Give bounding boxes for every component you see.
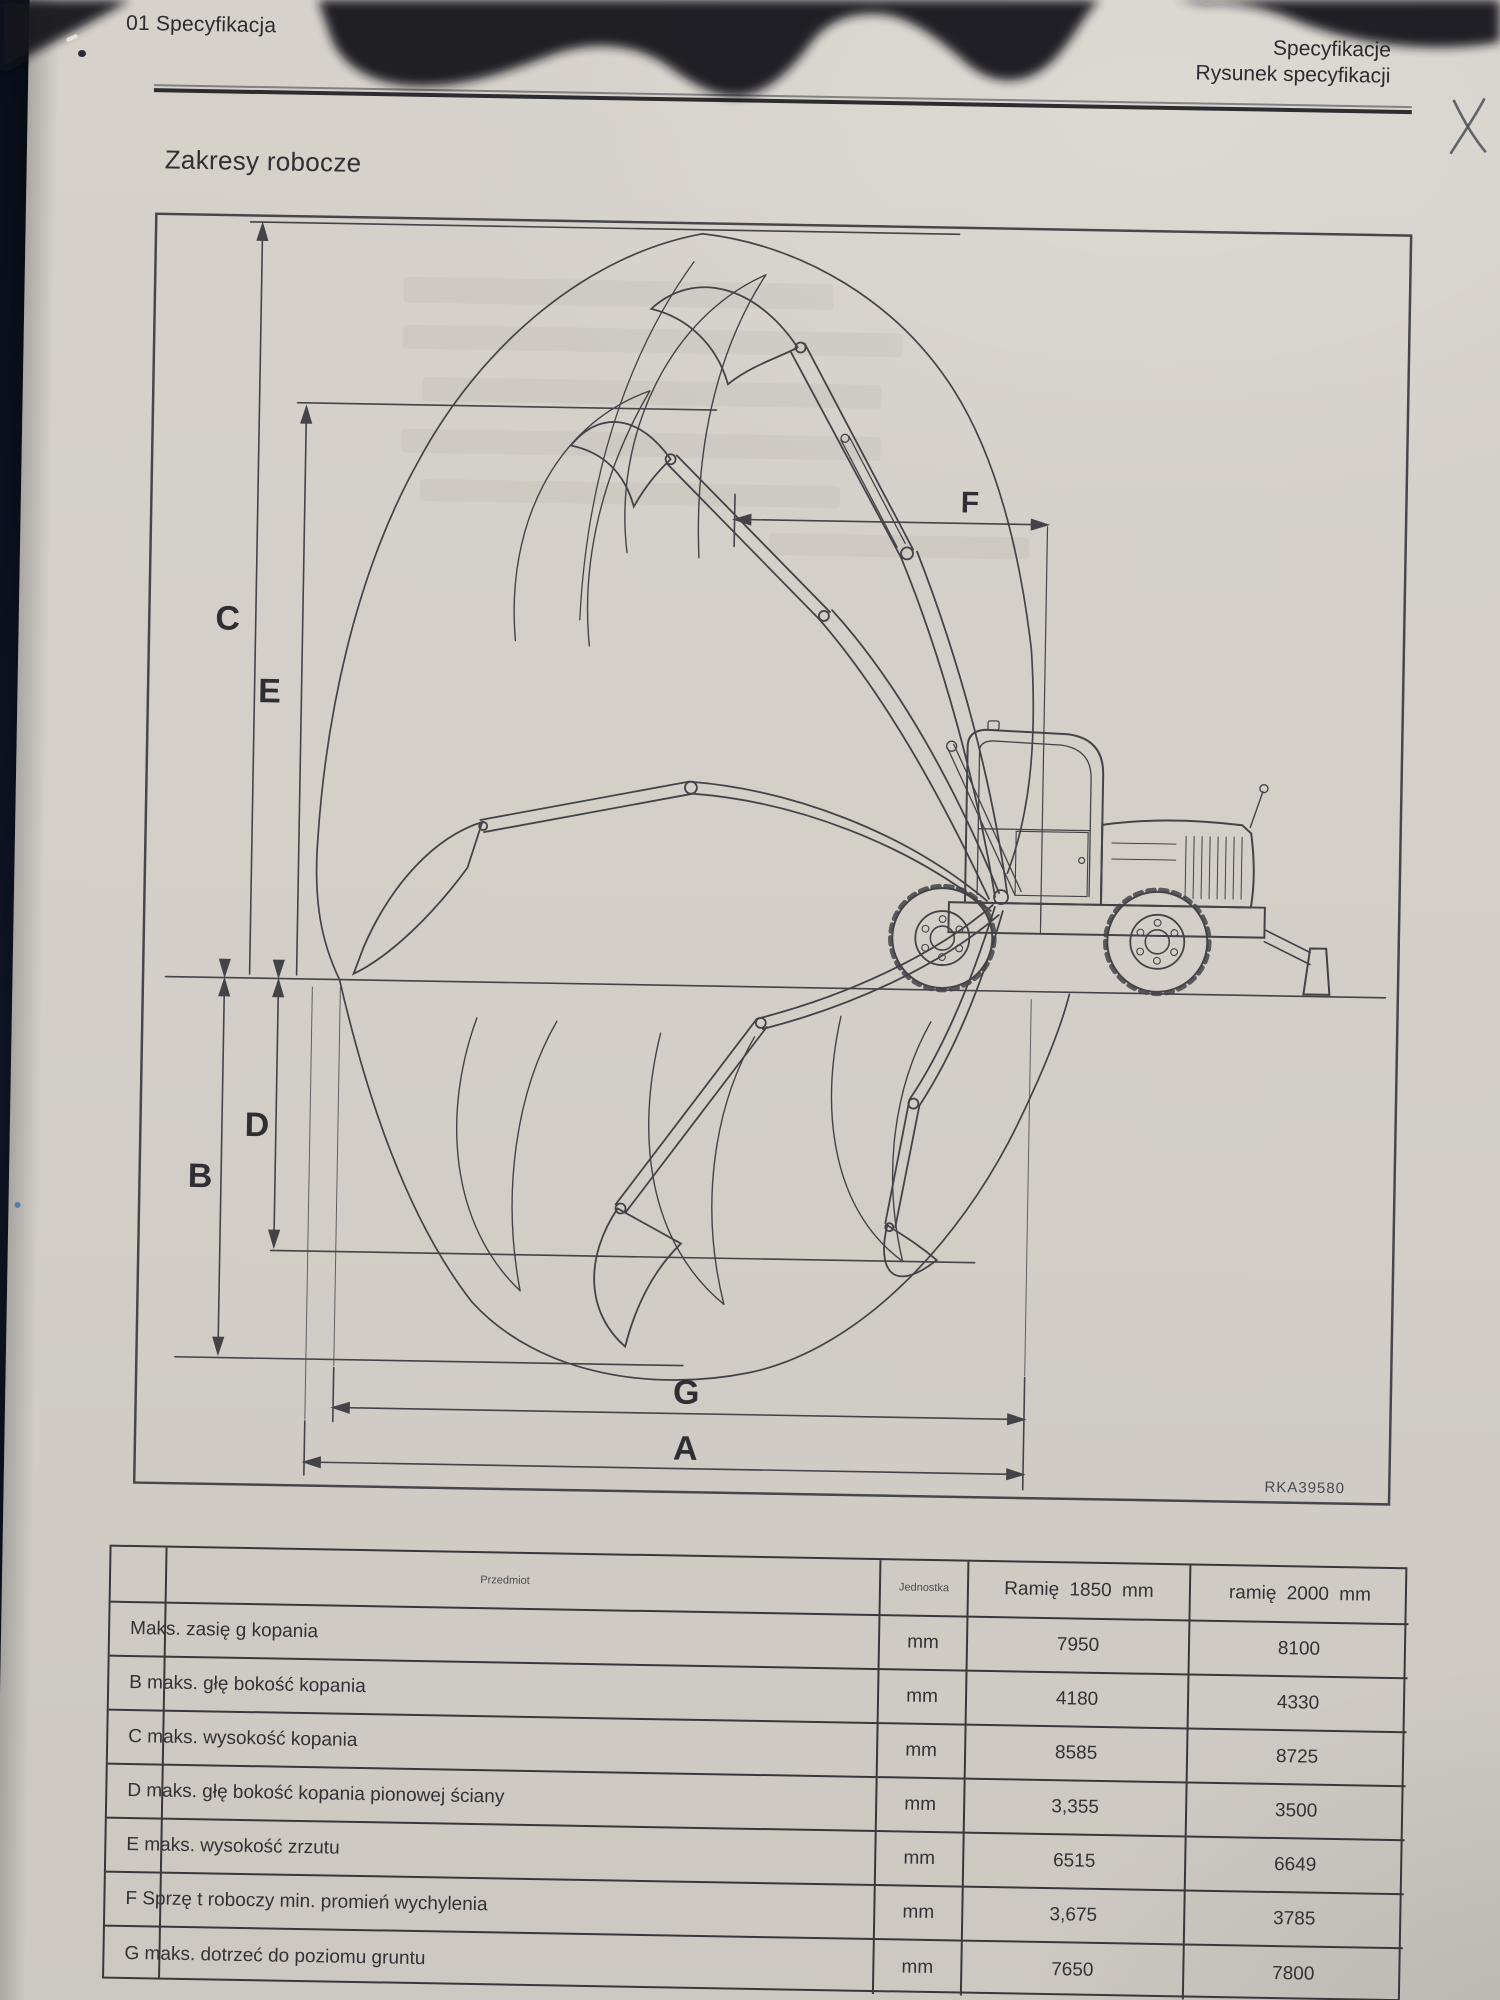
blade-arm <box>1263 928 1311 966</box>
dimension-label-e: E <box>258 672 281 710</box>
row-value-1850: 3,355 <box>964 1779 1188 1838</box>
punch-hole-dot <box>78 50 86 57</box>
dim-tick-e <box>296 401 718 411</box>
dimension-label-a: A <box>673 1429 698 1467</box>
row-unit: mm <box>879 1616 969 1672</box>
dimension-lines <box>174 221 1051 1491</box>
dim-line-d <box>273 979 280 1234</box>
row-value-1850: 7650 <box>961 1941 1185 2000</box>
rear-mirror <box>1249 790 1264 829</box>
cab-beacon <box>987 720 1000 731</box>
header-section-title: Rysunek specyfikacji <box>1195 61 1391 88</box>
row-unit: mm <box>877 1724 967 1780</box>
chassis-deck <box>947 901 1266 939</box>
dim-tick-f <box>733 493 736 548</box>
row-unit: mm <box>875 1832 965 1888</box>
row-value-1850: 4180 <box>966 1671 1190 1730</box>
arm-position-dump <box>569 421 1001 900</box>
diagram-frame <box>132 212 1413 1506</box>
row-value-2000: 4330 <box>1188 1675 1408 1734</box>
specification-table: Przedmiot Jednostka Ramię 1850 mm ramię … <box>102 1544 1410 2000</box>
drawing-code: RKA39580 <box>1264 1479 1345 1497</box>
engine-hood <box>1099 819 1255 909</box>
dim-line-f <box>733 518 1049 526</box>
dimension-label-d: D <box>244 1106 269 1144</box>
dim-line-e <box>295 420 308 976</box>
dim-line-b <box>217 978 226 1341</box>
dimension-label-b: B <box>187 1157 212 1195</box>
row-value-2000: 3785 <box>1184 1891 1404 1950</box>
max-height-line <box>249 221 961 236</box>
row-value-1850: 8585 <box>965 1725 1189 1784</box>
row-unit: mm <box>874 1886 964 1942</box>
dim-line-a <box>303 1461 1024 1476</box>
table-header-arm2000: ramię 2000 mm <box>1190 1565 1410 1626</box>
table-header-unit: Jednostka <box>880 1560 970 1618</box>
row-value-2000: 6649 <box>1185 1837 1405 1896</box>
dimension-label-c: C <box>215 599 240 637</box>
bleed-through-ghost <box>400 276 1030 560</box>
dim-line-g <box>332 1406 1025 1421</box>
dim-tick-d <box>269 1249 976 1264</box>
dimension-label-g: G <box>673 1373 700 1411</box>
row-unit: mm <box>876 1778 966 1834</box>
arm-position-raised <box>649 286 1022 905</box>
row-value-1850: 3,675 <box>962 1887 1186 1946</box>
bucket-swing-arcs <box>456 274 932 1306</box>
row-value-2000: 3500 <box>1186 1783 1406 1842</box>
photo-speck <box>14 1201 21 1209</box>
dimension-label-f: F <box>960 486 979 519</box>
hood-grille <box>1111 835 1243 900</box>
row-value-2000: 8100 <box>1189 1621 1409 1680</box>
wheels <box>888 883 1212 997</box>
row-value-2000: 8725 <box>1187 1729 1407 1788</box>
page-header-left: 01 Specyfikacja <box>125 11 277 38</box>
excavator-body <box>947 720 1331 996</box>
working-envelope-curve <box>315 232 1071 1381</box>
rear-blade <box>1302 947 1331 996</box>
header-rule-top <box>154 84 1412 109</box>
row-unit: mm <box>878 1670 968 1726</box>
ground-line <box>164 975 1387 999</box>
section-title: Zakresy robocze <box>164 144 362 178</box>
arm-position-max-depth <box>593 904 1000 1349</box>
arm-position-vertical-wall <box>883 906 1004 1278</box>
table-header-arm1850: Ramię 1850 mm <box>968 1561 1192 1622</box>
row-unit: mm <box>873 1940 963 1996</box>
page-header-right: Specyfikacje Rysunek specyfikacji <box>1018 31 1391 89</box>
row-value-1850: 6515 <box>963 1833 1187 1892</box>
dim-line-c <box>248 237 264 975</box>
handwritten-x-mark <box>1449 98 1487 155</box>
swing-axis-line <box>1039 526 1049 929</box>
dim-tick-b <box>174 1355 684 1367</box>
row-value-1850: 7950 <box>967 1617 1191 1676</box>
header-rule-bottom <box>153 88 1412 114</box>
excavator-cab <box>963 728 1105 906</box>
working-range-diagram: C E B D F G A RKA39580 <box>132 212 1413 1506</box>
row-value-2000: 7800 <box>1271 1962 1315 1985</box>
rear-wheel <box>1103 887 1212 997</box>
arm-position-max-reach <box>351 780 992 976</box>
